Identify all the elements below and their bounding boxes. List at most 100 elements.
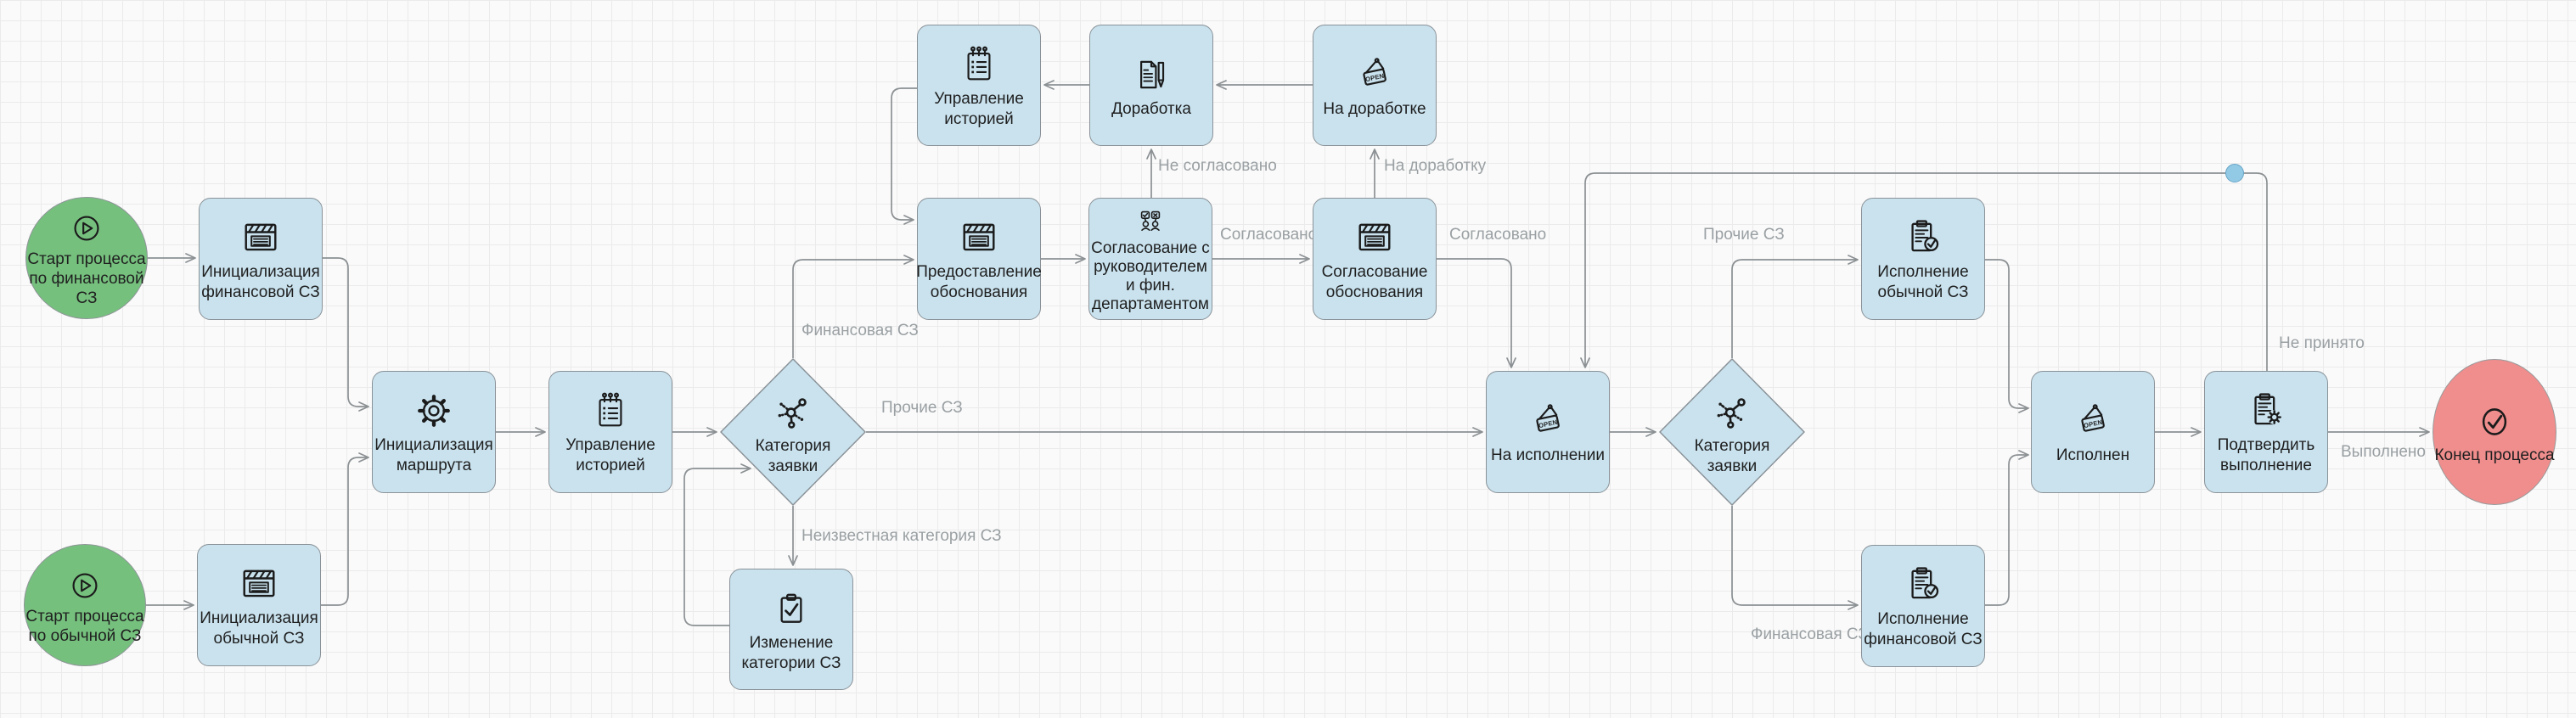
node-label-line: СЗ <box>76 289 98 307</box>
node-label-line: маршрута <box>396 457 472 474</box>
clipboard-task-gear-icon <box>2243 388 2289 434</box>
edge-confirm-execution--in-progress[interactable] <box>1580 172 2268 371</box>
node-label-line: Старт процесса <box>25 607 144 625</box>
node-label: На исполнении <box>1491 446 1605 466</box>
play-icon <box>66 208 107 249</box>
network-icon <box>768 387 818 436</box>
node-provide-justification[interactable]: Предоставление обоснования <box>916 198 1042 320</box>
node-done[interactable]: Исполнен <box>2031 371 2155 493</box>
open-sign-icon <box>1352 52 1398 98</box>
node-label-line: по финансовой <box>29 270 144 288</box>
node-label-line: историей <box>944 109 1014 128</box>
edge-label-gateway-category-2--exec-regular: Прочие СЗ <box>1703 226 1785 244</box>
node-in-progress[interactable]: На исполнении <box>1486 371 1610 493</box>
edge-exec-regular--done[interactable] <box>1985 259 2029 413</box>
node-label: Согласование обоснования <box>1322 262 1428 303</box>
play-icon <box>65 565 105 606</box>
edge-exec-financial--done[interactable] <box>1985 450 2029 606</box>
node-label-line: по обычной СЗ <box>28 626 142 645</box>
edge-story-mgmt-top--provide-justification[interactable] <box>891 87 917 225</box>
node-label-line: обычной СЗ <box>1877 283 1969 301</box>
node-label-line: Согласование с <box>1091 239 1210 257</box>
node-label-line: Категория <box>1694 437 1770 455</box>
edge-label-confirm-execution--end-process: Выполнено <box>2341 443 2426 461</box>
edge-gateway-category-2--exec-financial[interactable] <box>1731 506 1859 610</box>
node-label-line: обоснования <box>930 283 1028 301</box>
node-label-line: Управление <box>934 89 1024 108</box>
node-label-line: Согласование <box>1321 263 1428 281</box>
people-approval-icon <box>1133 204 1167 238</box>
node-init-regular[interactable]: Инициализация обычной СЗ <box>197 544 321 666</box>
node-label-line: руководителем <box>1094 258 1207 276</box>
node-story-mgmt-mid[interactable]: Управление историей <box>548 371 672 493</box>
node-label-line: Управление <box>565 436 655 454</box>
node-label-line: Инициализация <box>201 263 320 281</box>
node-rework[interactable]: Доработка <box>1089 25 1213 146</box>
node-label-line: Предоставление <box>916 263 1042 281</box>
node-on-rework[interactable]: На доработке <box>1313 25 1437 146</box>
node-label-line: Конец процесса <box>2434 446 2555 464</box>
edge-label-confirm-execution--in-progress: Не принято <box>2279 334 2365 352</box>
edge-label-gateway-category-1--in-progress: Прочие СЗ <box>881 399 963 417</box>
node-label-line: На исполнении <box>1491 446 1605 464</box>
node-label-line: обычной СЗ <box>213 630 305 648</box>
edge-label-gateway-category-1--provide-justification: Финансовая СЗ <box>801 322 919 339</box>
node-label-line: финансовой СЗ <box>1864 631 1983 648</box>
node-gateway-category-1[interactable]: Категория заявки <box>720 358 866 506</box>
gateway-diamond-shape <box>1659 358 1805 506</box>
node-end-process[interactable]: Конец процесса <box>2433 359 2556 505</box>
edge-gateway-category-2--exec-regular[interactable] <box>1731 255 1859 358</box>
node-label-line: департаментом <box>1092 295 1209 313</box>
clipboard-task-check-icon <box>1900 562 1946 608</box>
node-label: Конец процесса <box>2434 446 2554 466</box>
document-pen-icon <box>1128 52 1174 98</box>
link-connector-dot[interactable] <box>2225 164 2244 182</box>
node-label-line: обоснования <box>1325 283 1424 301</box>
clapperboard-icon <box>956 215 1002 261</box>
edge-gateway-category-1--provide-justification[interactable] <box>792 255 914 358</box>
clipboard-check-icon <box>768 586 814 631</box>
edge-init-regular--route-init[interactable] <box>321 452 369 606</box>
edge-init-financial--route-init[interactable] <box>323 257 369 412</box>
node-label: Инициализация маршрута <box>374 435 493 476</box>
notepad-list-icon <box>588 388 633 434</box>
gear-icon <box>411 388 457 434</box>
node-label-line: Инициализация <box>374 436 493 454</box>
node-label-line: Доработка <box>1111 99 1191 118</box>
edge-label-approve-with-manager--approve-justification: Согласовано <box>1220 226 1318 244</box>
node-label-line: Категория <box>755 437 831 455</box>
clapperboard-icon <box>238 215 284 261</box>
open-sign-icon <box>2070 398 2116 444</box>
notepad-list-icon <box>956 42 1002 87</box>
node-label-line: историей <box>576 457 645 474</box>
open-sign-icon <box>1525 398 1571 444</box>
edge-label-approve-justification--on-rework: На доработку <box>1384 157 1487 175</box>
node-label-line: заявки <box>768 457 818 475</box>
node-label-line: Инициализация <box>200 609 318 627</box>
edge-change-category--gateway-category-1[interactable] <box>683 463 751 626</box>
node-route-init[interactable]: Инициализация маршрута <box>372 371 496 493</box>
node-label: Инициализация обычной СЗ <box>200 609 318 649</box>
node-approve-justification[interactable]: Согласование обоснования <box>1313 198 1437 320</box>
node-label-line: выполнение <box>2219 457 2312 474</box>
gateway-diamond-shape <box>720 358 866 506</box>
edge-approve-justification--in-progress[interactable] <box>1437 258 1516 368</box>
node-label: Предоставление обоснования <box>916 262 1042 303</box>
